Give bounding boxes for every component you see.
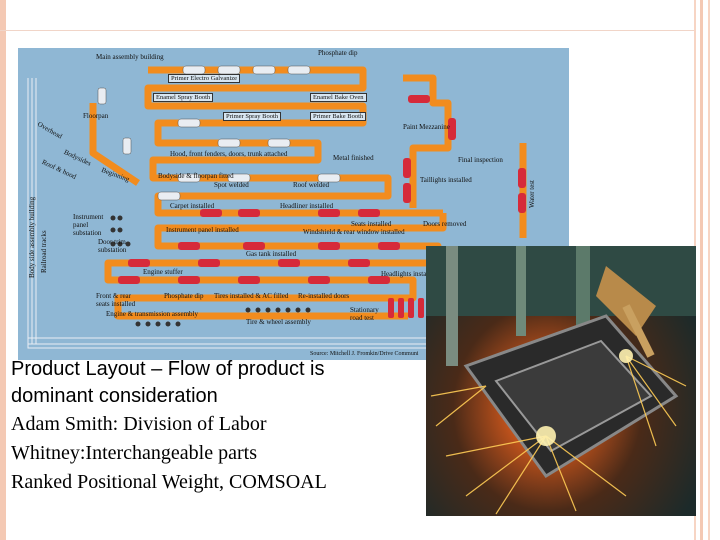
label-headlights: Headlights installed (381, 270, 437, 278)
label-instrument-sub: Instrument panel substation (73, 213, 104, 237)
label-windshield: Windshield & rear window installed (303, 228, 405, 236)
label-primer-bake: Primer Bake Booth (310, 112, 367, 121)
label-tire-wheel: Tire & wheel assembly (246, 318, 311, 326)
label-seats-installed: Seats installed (351, 220, 392, 228)
slide-text: Product Layout – Flow of product is domi… (11, 356, 431, 497)
label-floorpan: Floorpan (83, 112, 109, 120)
label-carpet: Carpet installed (170, 202, 215, 210)
car-markers-red (118, 95, 526, 318)
label-railroad-tracks: Railroad tracks (40, 230, 48, 273)
label-door-trim: Door trim substation (98, 238, 127, 254)
label-primer-spray: Primer Spray Booth (223, 112, 281, 121)
text-line-adam-smith: Adam Smith: Division of Labor (11, 413, 267, 435)
label-phosphate-dip-bottom: Phosphate dip (164, 292, 204, 300)
building-grid (27, 78, 438, 349)
label-instrument-installed: Instrument panel installed (166, 226, 239, 234)
label-metal-finished: Metal finished (333, 154, 374, 162)
label-enamel-bake: Enamel Bake Oven (310, 93, 367, 102)
frame-left-stripe (0, 0, 6, 540)
label-tires-ac: Tires installed & AC filled (214, 292, 289, 300)
label-gas-tank: Gas tank installed (246, 250, 297, 258)
label-hood-fenders: Hood, front fenders, doors, trunk attach… (170, 150, 288, 158)
label-main-assembly: Main assembly building (96, 53, 164, 61)
text-line-whitney: Whitney:Interchangeable parts (11, 442, 257, 464)
label-bodyside-floorpan: Bodyside & floorpan fitted (158, 172, 234, 180)
label-enamel-spray: Enamel Spray Booth (153, 93, 214, 102)
flow-paths (27, 65, 527, 349)
label-phosphate-dip-top: Phosphate dip (318, 49, 358, 57)
text-line-product-layout: Product Layout – Flow of product is (11, 358, 325, 380)
label-final-inspection: Final inspection (458, 156, 503, 164)
text-line-dominant: dominant consideration (11, 385, 218, 407)
label-paint-mezzanine: Paint Mezzanine (403, 123, 450, 131)
source-credit: Source: Mitchell J. Fromkin/Drive Commun… (310, 351, 419, 357)
label-front-rear-seats: Front & rear seats installed (96, 292, 136, 308)
label-taillights: Taillights installed (420, 176, 472, 184)
label-body-side-building: Body side assembly building (28, 196, 36, 278)
label-headliner: Headliner installed (280, 202, 334, 210)
frame-right-stripe (708, 0, 710, 540)
label-engine-stuffer: Engine stuffer (143, 268, 183, 276)
welding-robot-photo (426, 246, 696, 516)
car-bodies-white (97, 65, 341, 201)
label-primer-electro: Primer Electro Galvanize (168, 74, 241, 83)
label-doors-removed: Doors removed (423, 220, 467, 228)
welding-sparks-image (426, 246, 696, 515)
frame-right-stripe (700, 0, 703, 540)
part-markers (110, 215, 311, 327)
label-reinstalled-doors: Re-installed doors (298, 292, 350, 300)
label-spot-welded: Spot welded (214, 181, 249, 189)
label-stationary-road: Stationary road test (350, 306, 379, 322)
label-engine-transmission: Engine & transmission assembly (106, 310, 198, 318)
frame-top-line (0, 30, 694, 31)
label-roof-welded: Roof welded (293, 181, 329, 189)
label-water-test: Water test (528, 179, 536, 208)
text-line-rpw: Ranked Positional Weight, COMSOAL (11, 471, 327, 493)
